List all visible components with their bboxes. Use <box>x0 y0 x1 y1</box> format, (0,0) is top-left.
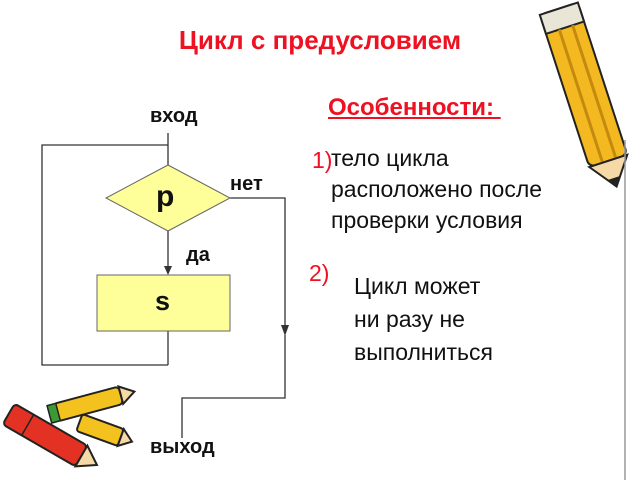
no-label: нет <box>230 173 263 195</box>
condition-label: p <box>156 180 175 213</box>
condition-diamond <box>104 164 232 232</box>
body-block <box>96 274 231 332</box>
loop-back-line <box>41 144 168 366</box>
entry-label: вход <box>150 105 198 127</box>
feature-number-2: 2) <box>309 260 330 286</box>
feature-number-1: 1) <box>312 147 333 173</box>
feature-2-line: ни разу не <box>354 306 465 332</box>
no-line <box>230 197 286 325</box>
feature-text-2: Цикл может ни разу не выполниться <box>354 270 493 369</box>
feature-text-1: тело цикла расположено после проверки ус… <box>331 143 542 236</box>
feature-1-line: тело цикла <box>331 145 449 171</box>
arrowhead-yes <box>164 266 172 275</box>
feature-1-line: расположено после <box>331 176 543 202</box>
slide-title: Цикл с предусловием <box>178 25 462 55</box>
pencil-icon <box>538 1 629 189</box>
crayons-icon <box>3 384 137 468</box>
feature-1-line: проверки условия <box>331 207 523 233</box>
feature-2-line: выполниться <box>354 339 493 365</box>
exit-line <box>181 335 286 438</box>
feature-2-line: Цикл может <box>354 273 481 299</box>
yes-label: да <box>186 244 210 266</box>
body-label: s <box>155 286 171 316</box>
features-title: Особенности: <box>328 94 501 121</box>
arrowhead-no <box>281 325 289 336</box>
exit-label: выход <box>150 436 215 458</box>
